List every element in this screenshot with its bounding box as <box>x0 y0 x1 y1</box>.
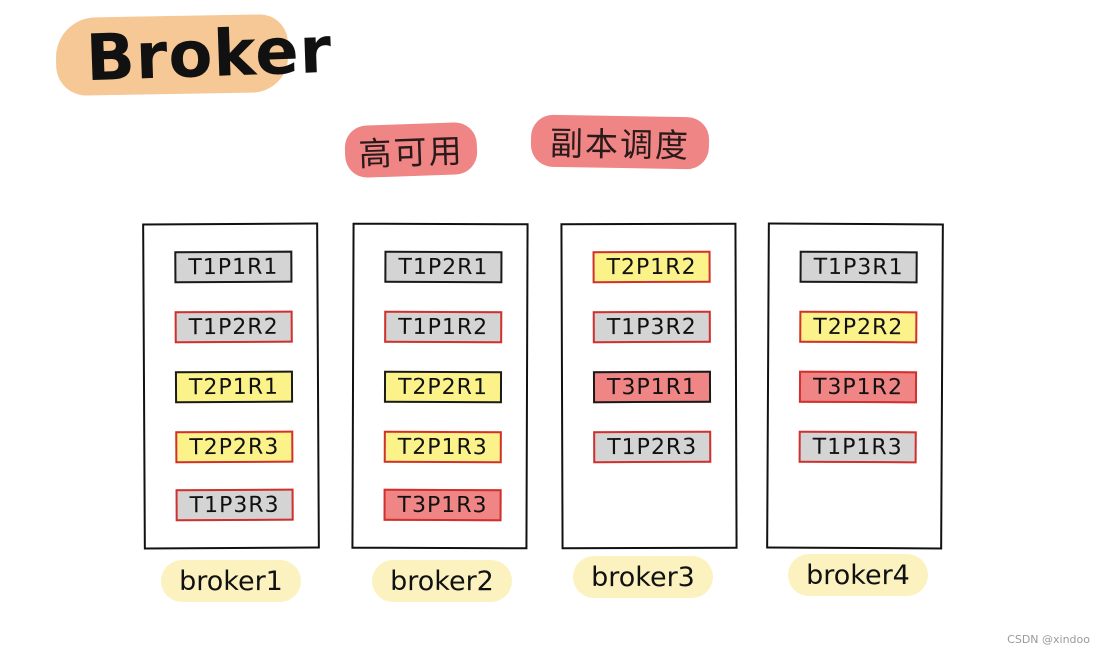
partition-box: T2P1R3 <box>383 430 502 464</box>
partition-box: T3P1R3 <box>383 488 502 522</box>
partition-box: T1P1R2 <box>384 310 503 344</box>
broker-label-3: broker3 <box>573 556 713 598</box>
partition-box: T2P2R1 <box>383 370 503 404</box>
broker-label-1: broker1 <box>161 560 301 602</box>
partition-box: T2P1R2 <box>592 250 711 284</box>
diagram-title: Broker <box>84 13 334 97</box>
tag-high-availability: 高可用 <box>344 121 478 179</box>
partition-box: T2P2R2 <box>799 310 918 344</box>
broker-box-2: T1P2R1 T1P1R2 T2P2R1 T2P1R3 T3P1R3 <box>351 222 529 550</box>
partition-box: T1P3R2 <box>592 310 711 344</box>
partition-box: T1P2R1 <box>384 250 503 284</box>
partition-box: T1P3R3 <box>175 488 294 522</box>
broker-box-3: T2P1R2 T1P3R2 T3P1R1 T1P2R3 <box>560 222 738 550</box>
partition-box: T3P1R2 <box>798 370 918 404</box>
watermark: CSDN @xindoo <box>1007 633 1090 646</box>
tag-replica-scheduling: 副本调度 <box>530 114 710 170</box>
partition-box: T2P2R3 <box>175 430 294 464</box>
partition-box: T1P3R1 <box>799 250 918 284</box>
broker-box-4: T1P3R1 T2P2R2 T3P1R2 T1P1R3 <box>766 222 944 550</box>
partition-box: T1P1R1 <box>174 250 293 284</box>
broker-label-4: broker4 <box>788 554 928 596</box>
broker-label-2: broker2 <box>372 560 512 602</box>
partition-box: T1P2R2 <box>174 310 293 344</box>
broker-box-1: T1P1R1 T1P2R2 T2P1R1 T2P2R3 T1P3R3 <box>142 222 320 550</box>
partition-box: T3P1R1 <box>592 370 712 404</box>
partition-box: T1P1R3 <box>798 430 917 464</box>
partition-box: T2P1R1 <box>174 370 294 404</box>
partition-box: T1P2R3 <box>593 430 712 464</box>
